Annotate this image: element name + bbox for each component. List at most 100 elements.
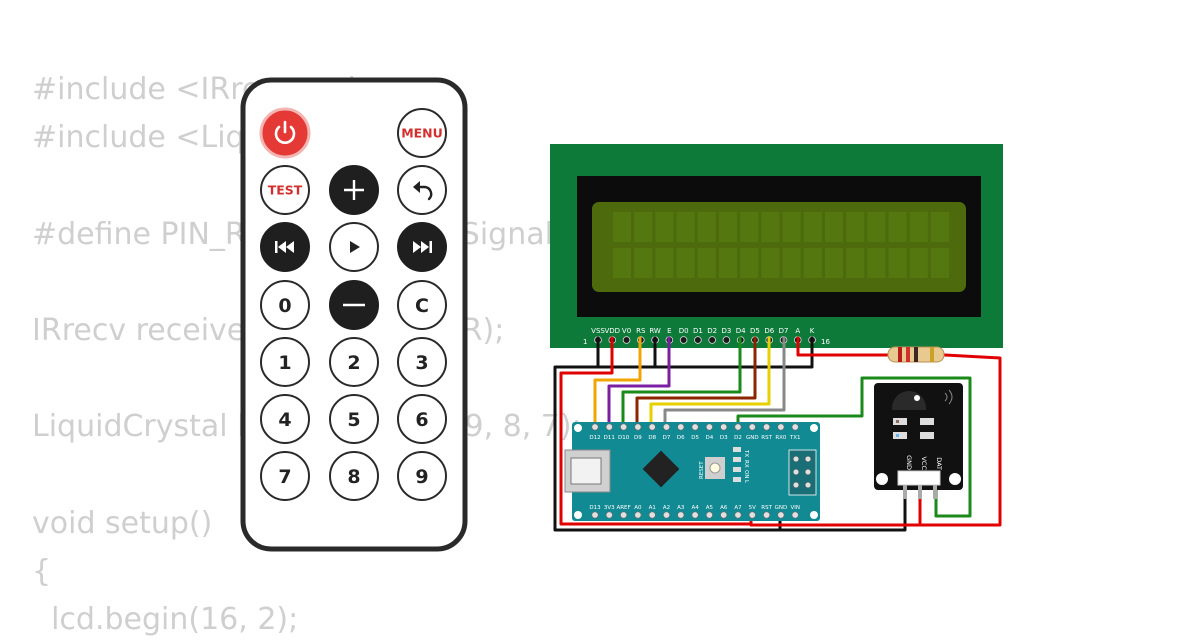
ir-signal-icon (944, 389, 953, 405)
remote-button-test[interactable]: TEST (260, 165, 310, 215)
nano-pin-label: A1 (649, 505, 656, 511)
nano-pin-label: A4 (691, 505, 699, 511)
lcd-cell (613, 248, 631, 278)
remote-button-prev[interactable] (260, 222, 310, 272)
remote-button-plus[interactable] (329, 165, 379, 215)
remote-button-0[interactable]: 0 (260, 280, 310, 330)
remote-button-next[interactable] (397, 222, 447, 272)
remote-button-1[interactable]: 1 (260, 337, 310, 387)
lcd-pin-pad (679, 336, 688, 344)
lcd-cell (909, 248, 928, 278)
lcd-cell (888, 248, 907, 278)
resistor-band-1 (898, 347, 902, 362)
nano-pin-a3: A3 (677, 505, 685, 519)
nano-pin-vin: VIN (790, 505, 800, 519)
icsp-pin (792, 468, 800, 476)
remote-button-label: 9 (415, 466, 428, 488)
lcd-cell (931, 248, 949, 278)
lcd-cell (803, 248, 822, 278)
remote-button-power[interactable] (259, 107, 311, 159)
resistor-band-3 (914, 347, 918, 362)
nano-pin-label: RST (761, 505, 772, 511)
remote-button-play[interactable] (329, 222, 379, 272)
nano-pin-label: RX0 (775, 435, 787, 441)
nano-pin-d8: D8 (648, 423, 657, 441)
nano-pin-rx0: RX0 (775, 423, 787, 441)
nano-pin-a5: A5 (706, 505, 714, 519)
nano-pin-d4: D4 (706, 423, 714, 441)
lcd-pin-label: D6 (764, 327, 774, 335)
nano-pin-5v: 5V (749, 505, 756, 519)
remote-button-4[interactable]: 4 (260, 394, 310, 444)
nano-pin-pad (777, 423, 785, 431)
lcd-pin-d1: D1 (693, 327, 703, 344)
lcd-cell (909, 212, 928, 242)
ir-smd-mark (896, 420, 899, 423)
nano-pin-gnd: GND (746, 423, 759, 441)
ir-smd-part (893, 418, 907, 425)
wire-e-d11 (607, 336, 671, 429)
lcd-pin-label: D5 (750, 327, 760, 335)
nano-pin-label: D6 (677, 435, 685, 441)
nano-pin-label: A5 (706, 505, 714, 511)
nano-pin-pad (648, 423, 656, 431)
lcd-pin-label: D7 (779, 327, 789, 335)
nano-pin-pad (620, 423, 628, 431)
wire-d5-d9 (635, 336, 757, 429)
lcd-cell (867, 212, 886, 242)
remote-button-menu[interactable]: MENU (397, 108, 447, 158)
remote-button-2[interactable]: 2 (329, 337, 379, 387)
remote-button-back[interactable] (397, 165, 447, 215)
remote-button-minus[interactable] (329, 280, 379, 330)
nano-pin-label: A2 (663, 505, 670, 511)
lcd-cell (634, 212, 653, 242)
lcd-pin-label: D4 (736, 327, 746, 335)
nano-pin-label: D10 (618, 435, 630, 441)
ir-sensor-hole (914, 395, 920, 401)
power-icon (274, 120, 296, 144)
remote-button-c[interactable]: C (397, 280, 447, 330)
remote-button-label: 7 (278, 466, 291, 488)
lcd-pin-d0: D0 (679, 327, 689, 344)
nano-pin-pad (634, 511, 642, 519)
lcd-cell (697, 248, 716, 278)
nano-pin-label: GND (775, 505, 788, 511)
remote-button-3[interactable]: 3 (397, 337, 447, 387)
nano-pin-label: D4 (706, 435, 714, 441)
play-icon (350, 241, 360, 253)
nano-pin-pad (591, 423, 599, 431)
nano-mount-hole (574, 511, 582, 519)
lcd-cell (803, 212, 822, 242)
wire-d7-d7 (663, 336, 786, 429)
nano-mount-hole (810, 511, 818, 519)
skip-forward-icon (413, 241, 432, 253)
remote-button-8[interactable]: 8 (329, 451, 379, 501)
lcd-cell (655, 212, 674, 242)
ir-pin (903, 485, 907, 499)
nano-pin-pad (777, 511, 785, 519)
lcd-pin-label: VSS (591, 327, 605, 335)
remote-button-circle (329, 394, 379, 444)
remote-button-6[interactable]: 6 (397, 394, 447, 444)
wire-d4-d10 (621, 336, 742, 429)
ir-pin-label-vcc: VCC (920, 456, 928, 470)
nano-pin-aref: AREF (616, 505, 631, 519)
remote-button-label: 2 (347, 352, 360, 374)
remote-button-label: 8 (347, 466, 360, 488)
icsp-pin (792, 455, 800, 463)
lcd-pin-d2: D2 (707, 327, 717, 344)
remote-button-9[interactable]: 9 (397, 451, 447, 501)
remote-button-circle (260, 337, 310, 387)
remote-button-7[interactable]: 7 (260, 451, 310, 501)
nano-pin-d10: D10 (618, 423, 630, 441)
remote-button-5[interactable]: 5 (329, 394, 379, 444)
nano-pin-tx1: TX1 (789, 423, 801, 441)
remote-button-label: 1 (278, 352, 291, 374)
resistor (887, 346, 945, 363)
back-arrow-icon (413, 181, 433, 201)
wire-ir-gnd (778, 488, 907, 532)
remote-button-circle (397, 337, 447, 387)
led-label: RX (743, 460, 749, 468)
